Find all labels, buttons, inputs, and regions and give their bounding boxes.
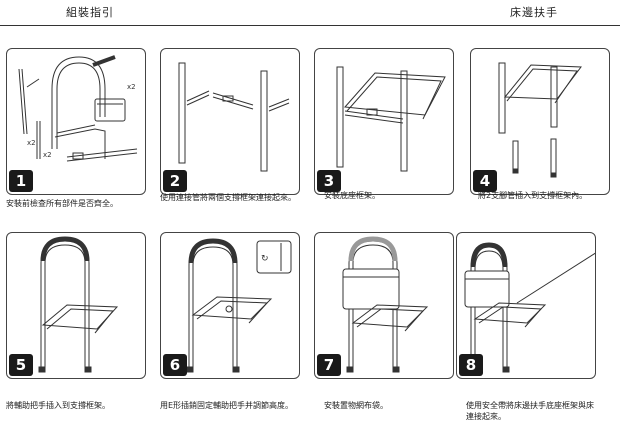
storage-pocket-illustration [342, 236, 429, 373]
step-caption: 使用安全帶將床邊扶手底座框架與床連接起來。 [466, 401, 594, 421]
e-pin-illustration: ↻ [186, 238, 292, 373]
step-1-panel: x2 x2 x2 1 [6, 48, 146, 195]
leg-tubes-illustration [498, 62, 582, 178]
base-frame-illustration [336, 66, 446, 172]
insert-handle-illustration [38, 236, 119, 373]
step-caption: 安裝置物網布袋。 [324, 401, 388, 410]
step-caption: 安裝底座框架。 [324, 191, 380, 200]
step-caption: 安裝前檢查所有部件是否齊全。 [6, 199, 118, 208]
product-title: 床邊扶手 [510, 6, 558, 19]
parts-qty-label: x2 [127, 83, 136, 91]
parts-qty-label: x2 [43, 151, 52, 159]
step-5-panel: 5 [6, 232, 146, 379]
svg-text:↻: ↻ [261, 254, 269, 264]
step-number: 8 [459, 354, 483, 376]
step-number: 2 [163, 170, 187, 192]
step-number: 3 [317, 170, 341, 192]
guide-title: 組裝指引 [66, 6, 114, 19]
step-6-panel: ↻ 6 [160, 232, 300, 379]
step-number: 5 [9, 354, 33, 376]
parts-illustration: x2 x2 x2 [18, 55, 138, 162]
step-7-panel: 7 [314, 232, 454, 379]
step-caption: 將2支腳管插入到支撐框架內。 [478, 191, 588, 200]
step-number: 1 [9, 170, 33, 192]
step-4-panel: 4 [470, 48, 610, 195]
safety-strap-illustration [464, 242, 595, 373]
parts-qty-label: x2 [27, 139, 36, 147]
step-caption: 使用連接管將兩個支撐框架連接起來。 [160, 193, 296, 202]
header-divider [0, 25, 620, 26]
step-2-panel: 2 [160, 48, 300, 195]
step-number: 6 [163, 354, 187, 376]
step-number: 7 [317, 354, 341, 376]
connect-frames-illustration [178, 62, 290, 172]
step-caption: 將輔助把手插入到支撐框架。 [6, 401, 110, 410]
step-8-panel: 8 [456, 232, 596, 379]
step-caption: 用E形插銷固定輔助把手并調節高度。 [160, 401, 294, 410]
step-3-panel: 3 [314, 48, 454, 195]
step-number: 4 [473, 170, 497, 192]
